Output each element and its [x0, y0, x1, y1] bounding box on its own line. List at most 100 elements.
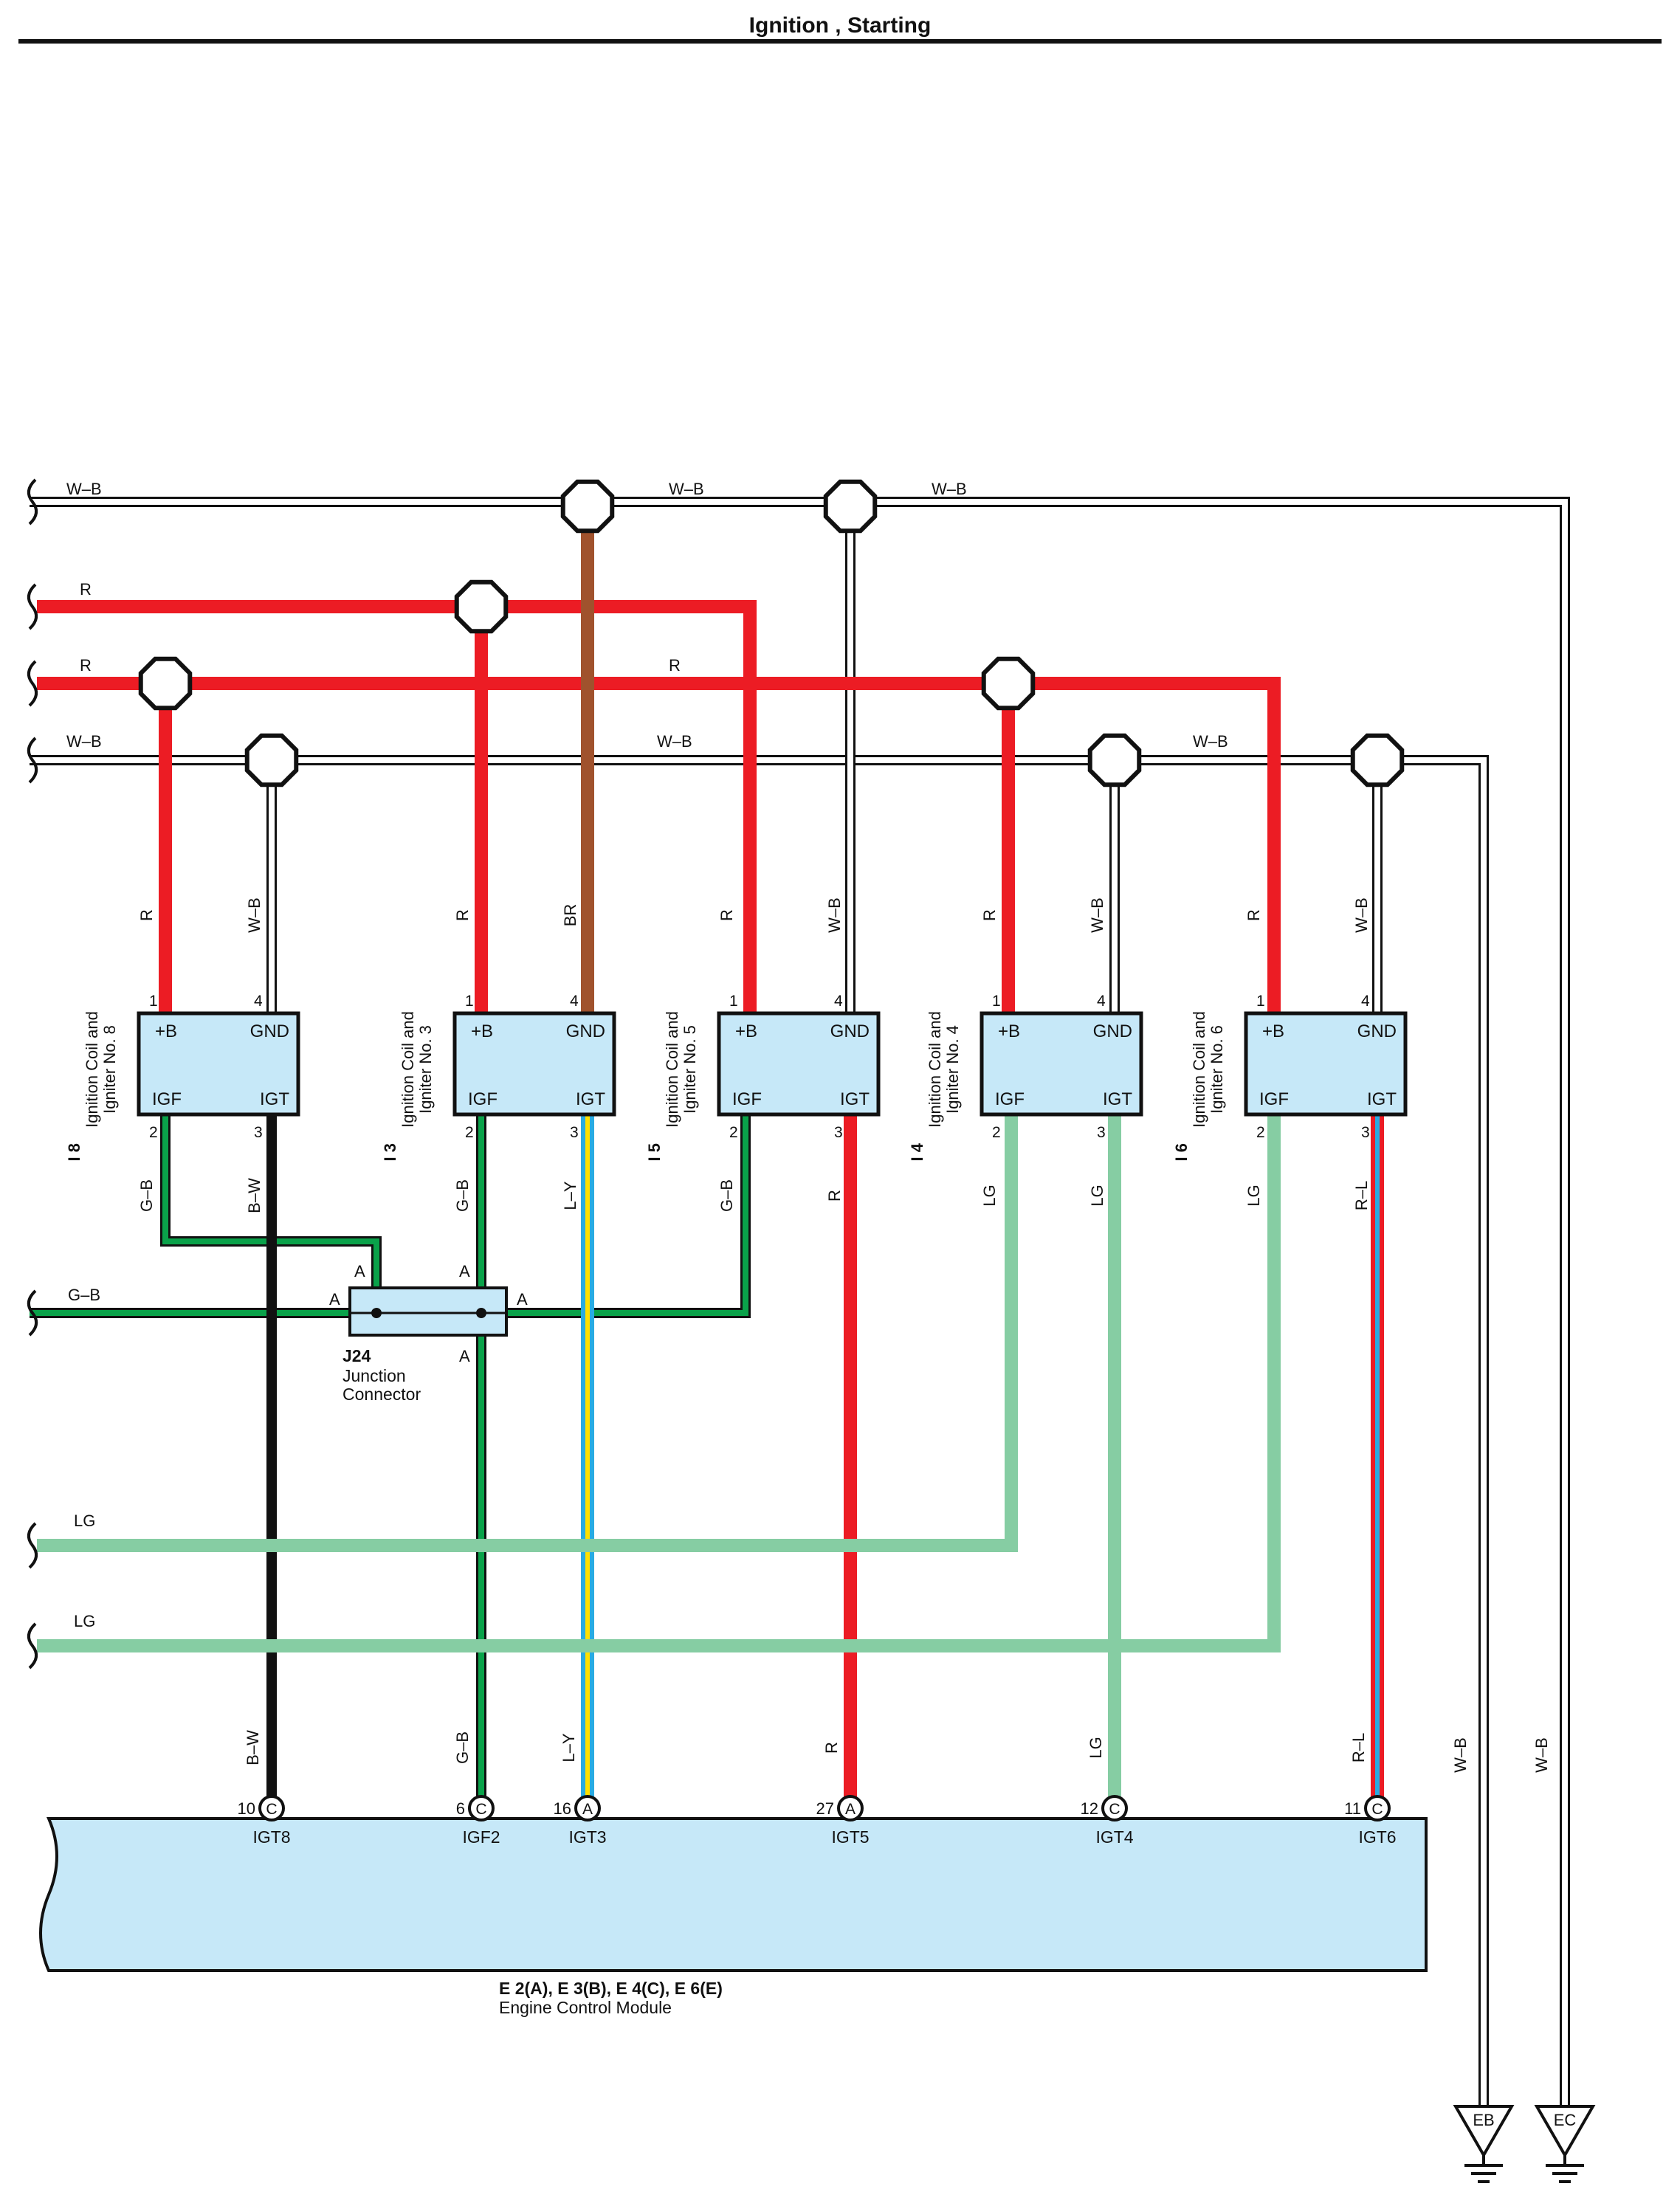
- wire-label-r-2: R: [80, 656, 92, 675]
- pin-num-gnd: 4: [1097, 993, 1106, 1010]
- ground-wire-label: W–B: [1451, 1737, 1470, 1773]
- wire-labels: W–B W–B W–B R R R W–B W–B W–B G–B LG LG: [66, 480, 1228, 1630]
- pin-label-igf: IGF: [995, 1089, 1025, 1109]
- ecm-pin-terminal: [1101, 1795, 1128, 1822]
- pin-label-gnd: GND: [1093, 1021, 1132, 1041]
- wire-label-wb-top-3: W–B: [932, 480, 967, 498]
- ecm-pin-conn: C: [1371, 1801, 1383, 1818]
- pin-num-igt: 3: [834, 1124, 843, 1141]
- pin-label-igt: IGT: [1103, 1089, 1132, 1109]
- wire-label-gnd: W–B: [825, 897, 844, 933]
- pin-label-igt: IGT: [1367, 1089, 1397, 1109]
- pin-label-igt: IGT: [840, 1089, 870, 1109]
- ecm-id: E 2(A), E 3(B), E 4(C), E 6(E): [499, 1979, 723, 1998]
- pin-num-gnd: 4: [570, 993, 579, 1010]
- splice-wb-lower-1: [244, 733, 299, 787]
- wire-label-igt: R: [825, 1190, 844, 1202]
- wire-r-bus-upper: [37, 600, 757, 1013]
- pin-label-igf: IGF: [468, 1089, 498, 1109]
- wire-gb-coil5: [506, 1114, 751, 1318]
- coil-name-line1: Ignition Coil and: [1190, 1011, 1208, 1128]
- pin-label-gnd: GND: [1357, 1021, 1397, 1041]
- pin-num-igt: 3: [1097, 1124, 1106, 1141]
- ecm-name: Engine Control Module: [499, 1998, 672, 2017]
- ecm-pin-name: IGT5: [831, 1827, 869, 1847]
- ecm-pin-wire-label: R: [822, 1742, 841, 1754]
- pin-num-gnd: 4: [254, 993, 263, 1010]
- ecm-pin-num: 27: [816, 1799, 834, 1818]
- pin-num-b: 1: [992, 993, 1001, 1010]
- coil-id: I 5: [645, 1143, 664, 1161]
- wire-lg-1: [37, 1114, 1018, 1552]
- ground-ec: EC W–B: [1532, 1737, 1596, 2183]
- ecm-pin-terminal: [574, 1795, 601, 1822]
- coil-id: I 6: [1172, 1143, 1191, 1161]
- wire-label-b: R: [453, 909, 472, 921]
- splice-wb-top-1: [560, 479, 615, 534]
- coil-name-line2: Igniter No. 4: [943, 1025, 962, 1114]
- coil-name-line1: Ignition Coil and: [663, 1011, 681, 1128]
- wire-label-igt: L–Y: [561, 1181, 579, 1210]
- ground-eb: EBW–B: [1451, 1737, 1515, 2183]
- pin-num-gnd: 4: [834, 993, 843, 1010]
- pin-label-b: +B: [471, 1021, 493, 1041]
- pin-num-b: 1: [729, 993, 738, 1010]
- pin-num-b: 1: [1256, 993, 1265, 1010]
- wire-label-wb-lower-2: W–B: [657, 732, 692, 751]
- ecm-pin-terminal: [1364, 1795, 1391, 1822]
- ecm-pin-name: IGT8: [252, 1827, 290, 1847]
- wire-label-gnd: W–B: [245, 897, 264, 933]
- wire-label-r-1: R: [80, 580, 92, 599]
- pin-num-b: 1: [465, 993, 474, 1010]
- junction-name-2: Connector: [342, 1385, 421, 1404]
- ecm-pin-wire-label: G–B: [453, 1731, 472, 1764]
- wire-label-gnd: BR: [561, 904, 579, 927]
- splice-wb-top-2: [823, 479, 878, 534]
- ground-label: EC: [1554, 2111, 1577, 2129]
- ecm-pin-name: IGT4: [1095, 1827, 1133, 1847]
- wire-label-b: R: [717, 909, 736, 921]
- wire-label-gnd: W–B: [1352, 897, 1371, 933]
- coil-name-line1: Ignition Coil and: [399, 1011, 417, 1128]
- wire-label-igt: B–W: [245, 1178, 264, 1213]
- pin-label-b: +B: [1262, 1021, 1284, 1041]
- coil-name-line2: Igniter No. 5: [681, 1025, 699, 1114]
- coil-name-line1: Ignition Coil and: [83, 1011, 101, 1128]
- splice-wb-lower-2: [1087, 733, 1142, 787]
- wire-label-igf: G–B: [137, 1179, 156, 1212]
- pin-label-igf: IGF: [152, 1089, 182, 1109]
- pin-label-igf: IGF: [1259, 1089, 1289, 1109]
- ecm-pin-num: 12: [1081, 1799, 1098, 1818]
- ecm-pin-conn: C: [475, 1801, 486, 1818]
- wire-wb-top-bus: [30, 497, 1570, 2126]
- wire-label-igf: LG: [1244, 1185, 1263, 1206]
- ecm-pins: C10IGT8B–WC6IGF2G–BA16IGT3L–YA27IGT5RC12…: [238, 1730, 1397, 1847]
- ecm-pin-terminal: [258, 1795, 285, 1822]
- wire-label-lg-1: LG: [74, 1512, 95, 1530]
- ecm-pin-conn: A: [582, 1801, 593, 1818]
- wire-r-bus-lower: [37, 677, 1281, 1013]
- coil-name-line2: Igniter No. 8: [100, 1025, 119, 1114]
- ground-wire-label: W–B: [1532, 1737, 1551, 1773]
- pin-label-b: +B: [998, 1021, 1020, 1041]
- wire-label-wb-lower-3: W–B: [1193, 732, 1228, 751]
- ecm-pin-num: 11: [1344, 1799, 1361, 1818]
- wire-label-b: R: [1244, 909, 1263, 921]
- coil-id: I 4: [908, 1142, 926, 1161]
- ecm-pin-num: 6: [456, 1799, 465, 1818]
- pin-num-igf: 2: [992, 1124, 1001, 1141]
- junction-pin-a-4: A: [517, 1290, 528, 1309]
- wire-lg-2: [37, 1114, 1281, 1652]
- wire-label-igf: G–B: [717, 1179, 736, 1212]
- ecm-pin-name: IGF2: [462, 1827, 500, 1847]
